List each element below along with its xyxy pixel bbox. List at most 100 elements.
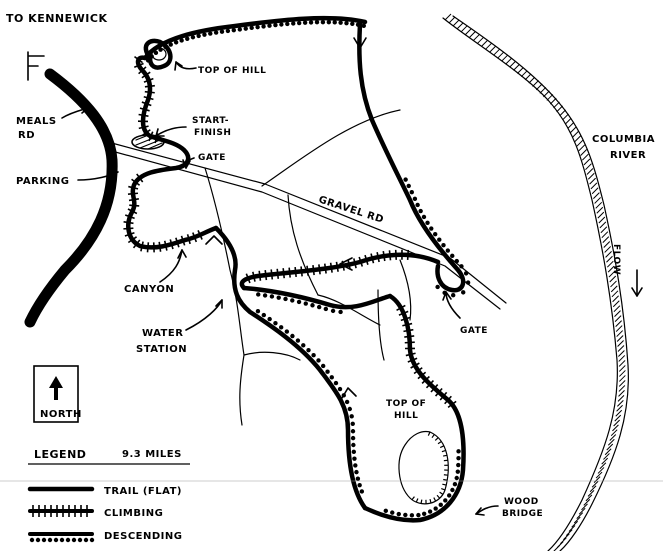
descending-dot	[454, 258, 459, 264]
climbing-tick	[144, 90, 155, 94]
descending-dot	[344, 20, 349, 26]
descending-dots	[145, 19, 471, 518]
descending-dot	[311, 353, 316, 358]
descending-dot	[390, 510, 395, 515]
north-label: NORTH	[40, 409, 82, 420]
river-hatch-line	[585, 163, 592, 171]
climbing-tick	[425, 380, 435, 389]
river-hatch-line	[605, 250, 612, 258]
legend-climbing-swatch	[28, 505, 94, 517]
descending-dot	[267, 316, 272, 322]
descending-dot	[325, 369, 330, 374]
climbing-tick	[323, 263, 327, 274]
descending-dot	[296, 20, 302, 26]
river-hatch-line	[609, 434, 617, 441]
legend-descending-label: DESCENDING	[104, 531, 182, 542]
descending-dot	[285, 21, 290, 27]
climbing-tick	[163, 240, 168, 251]
river-hatch-line	[497, 51, 504, 59]
river-hatch-line	[535, 83, 543, 91]
descending-dot	[333, 380, 339, 386]
descending-dot	[435, 284, 440, 290]
climbing-tick	[146, 242, 150, 253]
river-hatch-line	[618, 380, 626, 387]
river-hatch-line	[594, 197, 601, 204]
climbing-tick	[270, 269, 274, 280]
river-hatch-line	[468, 31, 476, 38]
legend-descending-swatch	[28, 532, 95, 543]
climbing-tick	[144, 84, 155, 88]
descending-dot	[163, 44, 168, 50]
meals-rd-label: MEALS	[16, 116, 57, 127]
river-hatch-line	[604, 448, 612, 456]
descending-dot	[295, 338, 301, 343]
descending-dot	[350, 429, 356, 434]
climbing-tick	[123, 220, 134, 225]
descending-dot	[447, 493, 452, 498]
river-hatch-line	[603, 241, 611, 248]
descending-dot	[243, 26, 248, 31]
direction-arrows	[205, 37, 367, 399]
descending-dot	[456, 462, 461, 468]
descending-dot	[459, 264, 464, 269]
river-hatch-line	[546, 94, 554, 101]
river-hatch-line	[618, 360, 626, 367]
river-hatch-line	[599, 462, 607, 470]
descending-dot	[352, 456, 357, 461]
river-hatch-line	[596, 206, 604, 214]
descending-dot	[290, 298, 295, 303]
descending-dot	[351, 442, 356, 448]
legend-climbing-label: CLIMBING	[104, 508, 163, 519]
climbing-tick	[128, 197, 140, 202]
river-hatch-line	[589, 177, 596, 185]
river-hatch-line	[524, 73, 532, 81]
descending-dot	[350, 421, 355, 427]
station-label: STATION	[136, 344, 187, 355]
descending-dot	[443, 498, 448, 503]
descending-dot	[415, 202, 420, 208]
climbing-tick	[124, 232, 135, 237]
climbing-tick	[175, 237, 180, 248]
climbing-tick	[413, 367, 423, 375]
river-hatch-line	[485, 42, 492, 50]
river-hatch-line	[613, 305, 621, 313]
descending-dot	[338, 20, 343, 25]
map-labels: TO KENNEWICK TOP OF HILL MEALS RD START-…	[6, 12, 655, 519]
descending-dot	[412, 196, 418, 202]
climbing-tick	[139, 107, 150, 112]
descending-dot	[437, 237, 442, 242]
river-hatch-line	[556, 105, 563, 113]
river-hatch-line	[581, 503, 588, 511]
descending-dot	[406, 183, 411, 189]
descending-dot	[465, 280, 471, 285]
legend-flat-label: TRAIL (FLAT)	[104, 486, 182, 497]
river-hatch-line	[464, 28, 472, 36]
river-hatch-line	[601, 231, 609, 239]
descending-dot	[359, 489, 365, 494]
gravel-rd-label: GRAVEL RD	[317, 194, 385, 225]
river-hatch-line	[586, 168, 594, 175]
river-hatch-line	[456, 22, 464, 30]
climbing-tick	[312, 265, 315, 276]
descending-dot	[261, 312, 267, 318]
descending-dot	[361, 23, 366, 29]
top-of-hill-south-label-2: HILL	[394, 411, 418, 421]
river-hatch-line	[574, 135, 582, 142]
river-hatch-line	[597, 211, 605, 219]
river-hatch-line	[614, 315, 622, 322]
climbing-tick	[353, 258, 357, 269]
descending-dot	[429, 226, 434, 231]
climbing-tick	[404, 341, 415, 344]
river-hatch-line	[617, 345, 625, 352]
river-hatch-line	[589, 485, 597, 493]
descending-dot	[158, 47, 163, 52]
river-hatch-line	[597, 467, 605, 474]
legend-distance: 9.3 MILES	[122, 449, 182, 460]
river-hatch-line	[573, 516, 581, 524]
river-hatch-line	[615, 320, 623, 327]
river-hatch-line	[619, 370, 626, 377]
descending-dot	[456, 455, 461, 461]
climbing-tick	[402, 322, 413, 327]
legend-descending-dot	[53, 537, 59, 543]
descending-dot	[279, 22, 284, 27]
